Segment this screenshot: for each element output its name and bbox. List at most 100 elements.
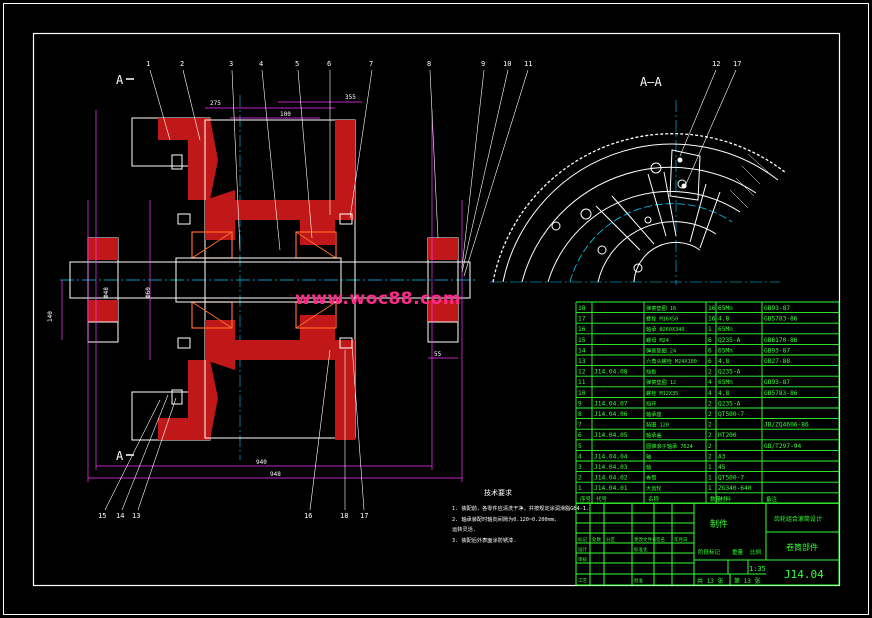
- title-block: 制件 齿轮组合滚筒设计 卷筒部件 阶段标记 重量 比例 1:35 J14.04 …: [575, 502, 840, 586]
- tb-label: 设计: [578, 546, 587, 553]
- bom-header-mat: 材料: [720, 495, 732, 503]
- bom-cell-qty: 1: [708, 485, 712, 492]
- tb-label: 工艺: [578, 578, 587, 584]
- dim-text: 355: [345, 94, 356, 101]
- sheet-number: 第 13 张: [734, 577, 760, 585]
- tech-line: 3. 装配后外表面涂防锈漆.: [452, 536, 516, 544]
- balloon: 15: [98, 512, 106, 520]
- dimension-texts: 275 100 355 140 Ф48 Ф60 940 948 55: [47, 94, 442, 478]
- tb-label: 分区: [606, 536, 615, 543]
- bom-cell-name: 毡圈 120: [646, 421, 669, 429]
- retaining-plate: [669, 149, 701, 201]
- balloon: 18: [340, 512, 348, 520]
- bom-cell-std: JB/ZQ4606-86: [764, 422, 809, 429]
- stage-label: 阶段标记: [698, 548, 721, 556]
- bom-cell-no: 11: [578, 379, 586, 386]
- balloon: 17: [733, 60, 741, 68]
- balloon: 10: [503, 60, 511, 68]
- bom-cell-no: 16: [578, 326, 586, 333]
- gear-outer-arc: [492, 133, 787, 283]
- gear-hub-bottom: [188, 360, 218, 440]
- bom-cell-mat: 4.8: [718, 358, 729, 365]
- bom-cell-name: 螺栓 M16X50: [646, 315, 678, 323]
- inner-arc-2: [597, 221, 717, 283]
- balloon: 2: [180, 60, 184, 68]
- balloons-bottom: 15 14 13 16 18 17: [98, 512, 368, 520]
- balloon: 11: [524, 60, 532, 68]
- bom-cell-name: 螺栓 M12X35: [646, 389, 678, 397]
- plate-bolt-1: [677, 157, 683, 163]
- bom-cell-mat: A3: [718, 453, 726, 460]
- drum-left-web-bottom: [205, 320, 235, 370]
- section-leader-17: [685, 69, 737, 185]
- bom-cell-std: GB5783-86: [764, 390, 798, 397]
- bom-cell-qty: 1: [708, 475, 712, 482]
- balloon: 1: [146, 60, 150, 68]
- tech-title: 技术要求: [484, 488, 512, 497]
- drum-right-web-top: [300, 200, 335, 245]
- bom-cell-no: 1: [578, 485, 582, 492]
- balloon: 12: [712, 60, 720, 68]
- tb-label: 审核: [578, 556, 587, 563]
- section-view-a-a: A—A: [490, 60, 787, 285]
- balloons-top: 1 2 3 4 5 6 7 8 9 10 11: [146, 60, 532, 68]
- bom-cell-code: J14.04.03: [594, 464, 628, 471]
- dim-text: 140: [47, 311, 54, 322]
- bom-cell-name: 轴承座: [646, 410, 662, 418]
- tb-label: 处数: [592, 536, 601, 543]
- bom-cell-qty: 1: [708, 464, 712, 471]
- bom-header-std: 备注: [766, 495, 778, 503]
- bom-cell-mat: ZG340-640: [718, 485, 752, 492]
- bom-cell-mat: 65Mn: [718, 326, 733, 333]
- balloon: 4: [259, 60, 263, 68]
- bom-cell-no: 12: [578, 369, 586, 376]
- bom-cell-mat: 65Mn: [718, 347, 733, 354]
- section-mark-bottom: A: [116, 449, 124, 463]
- bom-cell-no: 4: [578, 453, 582, 460]
- balloon: 5: [295, 60, 299, 68]
- bom-cell-mat: Q235-A: [718, 369, 741, 376]
- dim-text: 940: [256, 459, 267, 466]
- dim-text: 100: [280, 111, 291, 118]
- section-title: A—A: [640, 75, 662, 89]
- bom-cell-name: 挡板: [646, 368, 657, 376]
- dim-text: 55: [434, 351, 442, 358]
- tb-label: 批准: [634, 577, 643, 584]
- bom-cell-code: J14.04.01: [594, 485, 628, 492]
- bom-cell-mat: 4.8: [718, 316, 729, 323]
- bom-cell-name: 螺母 M24: [646, 336, 669, 344]
- watermark-text: www.woc88.com: [295, 289, 462, 309]
- bom-cell-mat: Q235-A: [718, 400, 741, 407]
- tb-label: 标记: [578, 536, 587, 543]
- balloon: 7: [369, 60, 373, 68]
- bom-cell-qty: 2: [708, 432, 712, 439]
- bom-cell-mat: HT200: [718, 432, 737, 439]
- left-housing-hatch-bottom: [88, 300, 118, 322]
- bearing-diag-4: [295, 301, 337, 329]
- bolts: [171, 154, 353, 405]
- bom-header-code: 代号: [596, 495, 608, 503]
- tech-line: 1. 装配前，各零件应清洗干净，并按规定涂润滑脂GB4-1.: [452, 504, 589, 512]
- bom-cell-no: 17: [578, 316, 586, 323]
- bom-cell-qty: 1: [708, 326, 712, 333]
- bom-cell-std: GB93-87: [764, 379, 790, 386]
- scale-label: 比例: [750, 548, 762, 556]
- bom-cell-code: J14.04.07: [594, 400, 628, 407]
- bom-cell-no: 2: [578, 475, 582, 482]
- sheet-total: 共 13 张: [697, 577, 723, 585]
- gear-pitch-arc: [502, 143, 779, 283]
- bom-cell-name: 轴承盖: [646, 431, 662, 439]
- bom-cell-qty: 2: [708, 411, 712, 418]
- right-housing-base: [427, 321, 459, 343]
- tb-label: 标准化: [634, 546, 648, 553]
- bom-cell-no: 18: [578, 305, 586, 312]
- holes: [551, 162, 687, 273]
- bom-cell-no: 10: [578, 390, 586, 397]
- bom-cell-no: 3: [578, 464, 582, 471]
- bom-cell-qty: 2: [708, 400, 712, 407]
- bom-cell-mat: 4.8: [718, 390, 729, 397]
- bom-cell-std: GB27-88: [764, 358, 790, 365]
- tech-line: 运转灵活.: [452, 525, 476, 533]
- drawing-number: J14.04: [784, 568, 824, 581]
